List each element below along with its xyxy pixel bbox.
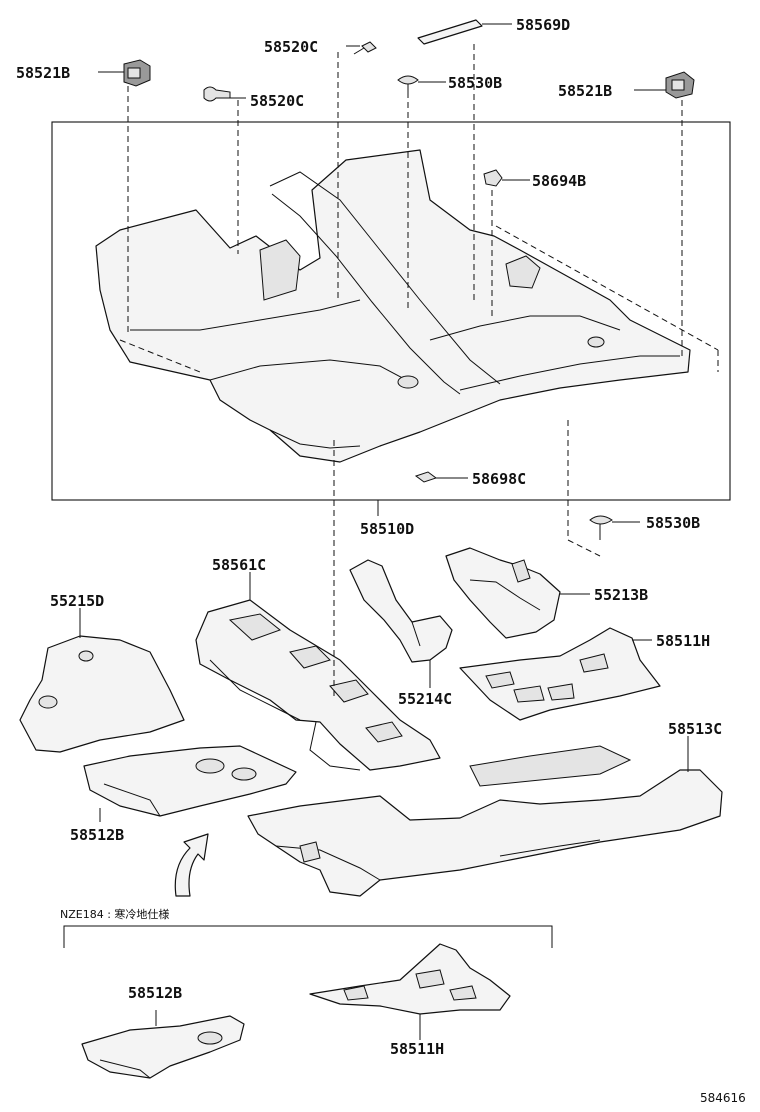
label-55213B: 55213B [594, 586, 648, 604]
cover-58513C [247, 745, 723, 897]
pin-58530B-low [589, 515, 613, 540]
guide-lines [119, 44, 719, 700]
insulator-55214C [349, 559, 453, 663]
label-58561C: 58561C [212, 556, 266, 574]
clip-58698C [414, 471, 438, 483]
carpet-frame [51, 121, 731, 501]
pin-58520C-top [353, 41, 377, 55]
direction-arrow [174, 833, 209, 897]
label-58521B-left: 58521B [16, 64, 70, 82]
label-58520C-top: 58520C [264, 38, 318, 56]
pin-58520C-mid [203, 86, 231, 102]
cover-58512B [83, 745, 297, 817]
label-58698C: 58698C [472, 470, 526, 488]
console-mat-58561C [195, 599, 441, 771]
cover-58512B-cold [81, 1015, 245, 1079]
label-58512B-cold: 58512B [128, 984, 182, 1002]
clip-58569D [417, 19, 483, 45]
label-58530B-low: 58530B [646, 514, 700, 532]
insulator-55215D [19, 635, 185, 753]
cover-58511H [459, 627, 661, 721]
cover-58511H-cold [309, 943, 511, 1015]
clip-58521B-right [665, 71, 695, 99]
figure-code: 584616 [700, 1091, 746, 1105]
label-58569D: 58569D [516, 16, 570, 34]
label-58513C: 58513C [668, 720, 722, 738]
label-55214C: 55214C [398, 690, 452, 708]
leader-lines [79, 23, 689, 1040]
clip-58694B [483, 169, 503, 187]
label-58520C-mid: 58520C [250, 92, 304, 110]
clip-58521B-left [123, 59, 151, 87]
label-58510D: 58510D [360, 520, 414, 538]
label-58521B-right: 58521B [558, 82, 612, 100]
label-58511H: 58511H [656, 632, 710, 650]
label-58530B-top: 58530B [448, 74, 502, 92]
cold-region-note: NZE184 : 寒冷地仕様 [60, 907, 169, 921]
label-58512B: 58512B [70, 826, 124, 844]
label-55215D: 55215D [50, 592, 104, 610]
floor-carpet-58510D [95, 149, 691, 463]
label-58511H-cold: 58511H [390, 1040, 444, 1058]
label-58694B: 58694B [532, 172, 586, 190]
insulator-55213B [445, 547, 561, 639]
cold-region-bracket [63, 925, 553, 948]
pin-58530B-top [397, 75, 419, 92]
